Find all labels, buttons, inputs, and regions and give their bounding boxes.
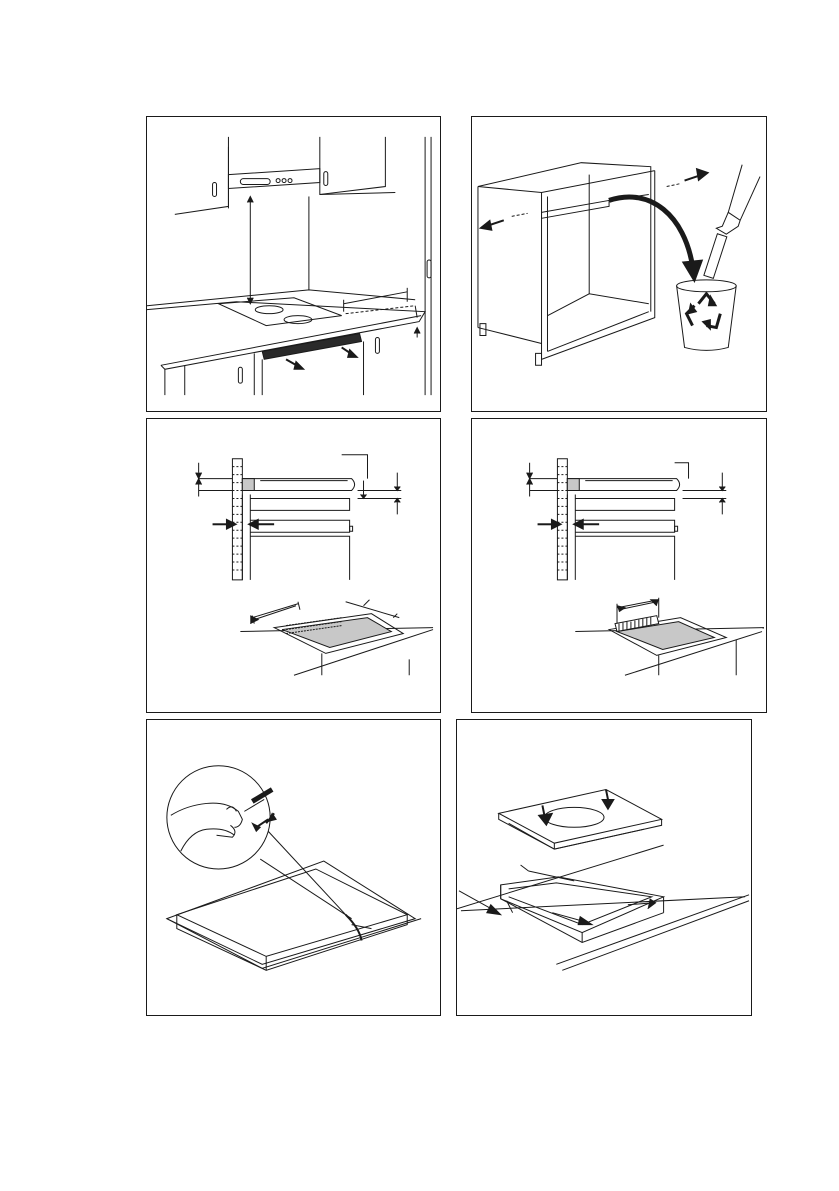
hood-light bbox=[240, 179, 270, 185]
drawer-strip bbox=[262, 334, 361, 360]
figure-kitchen-layout bbox=[146, 116, 441, 412]
figure-cabinet-recycle bbox=[471, 116, 767, 412]
cabinet-handle bbox=[213, 183, 217, 197]
figure-hob-insertion bbox=[456, 719, 752, 1016]
hob-insertion-drawing bbox=[457, 720, 751, 1015]
hob-glass bbox=[499, 790, 662, 844]
recycle-icon bbox=[687, 294, 721, 330]
figure-worktop-section-a bbox=[146, 418, 441, 713]
worktop-section-b-drawing bbox=[472, 419, 766, 712]
worktop-section-a-drawing bbox=[147, 419, 440, 712]
kitchen-layout-drawing bbox=[147, 117, 440, 411]
cabinet-recycle-drawing bbox=[472, 117, 766, 411]
hob-zone-rear bbox=[255, 306, 283, 314]
cabinet-handle bbox=[324, 172, 328, 186]
figure-worktop-section-b bbox=[471, 418, 767, 713]
seal-application-drawing bbox=[147, 720, 440, 1015]
tall-cabinet-handle bbox=[427, 260, 431, 278]
magnifier-icon bbox=[167, 766, 270, 869]
hob-zone bbox=[544, 807, 604, 827]
figure-seal-application bbox=[146, 719, 441, 1016]
